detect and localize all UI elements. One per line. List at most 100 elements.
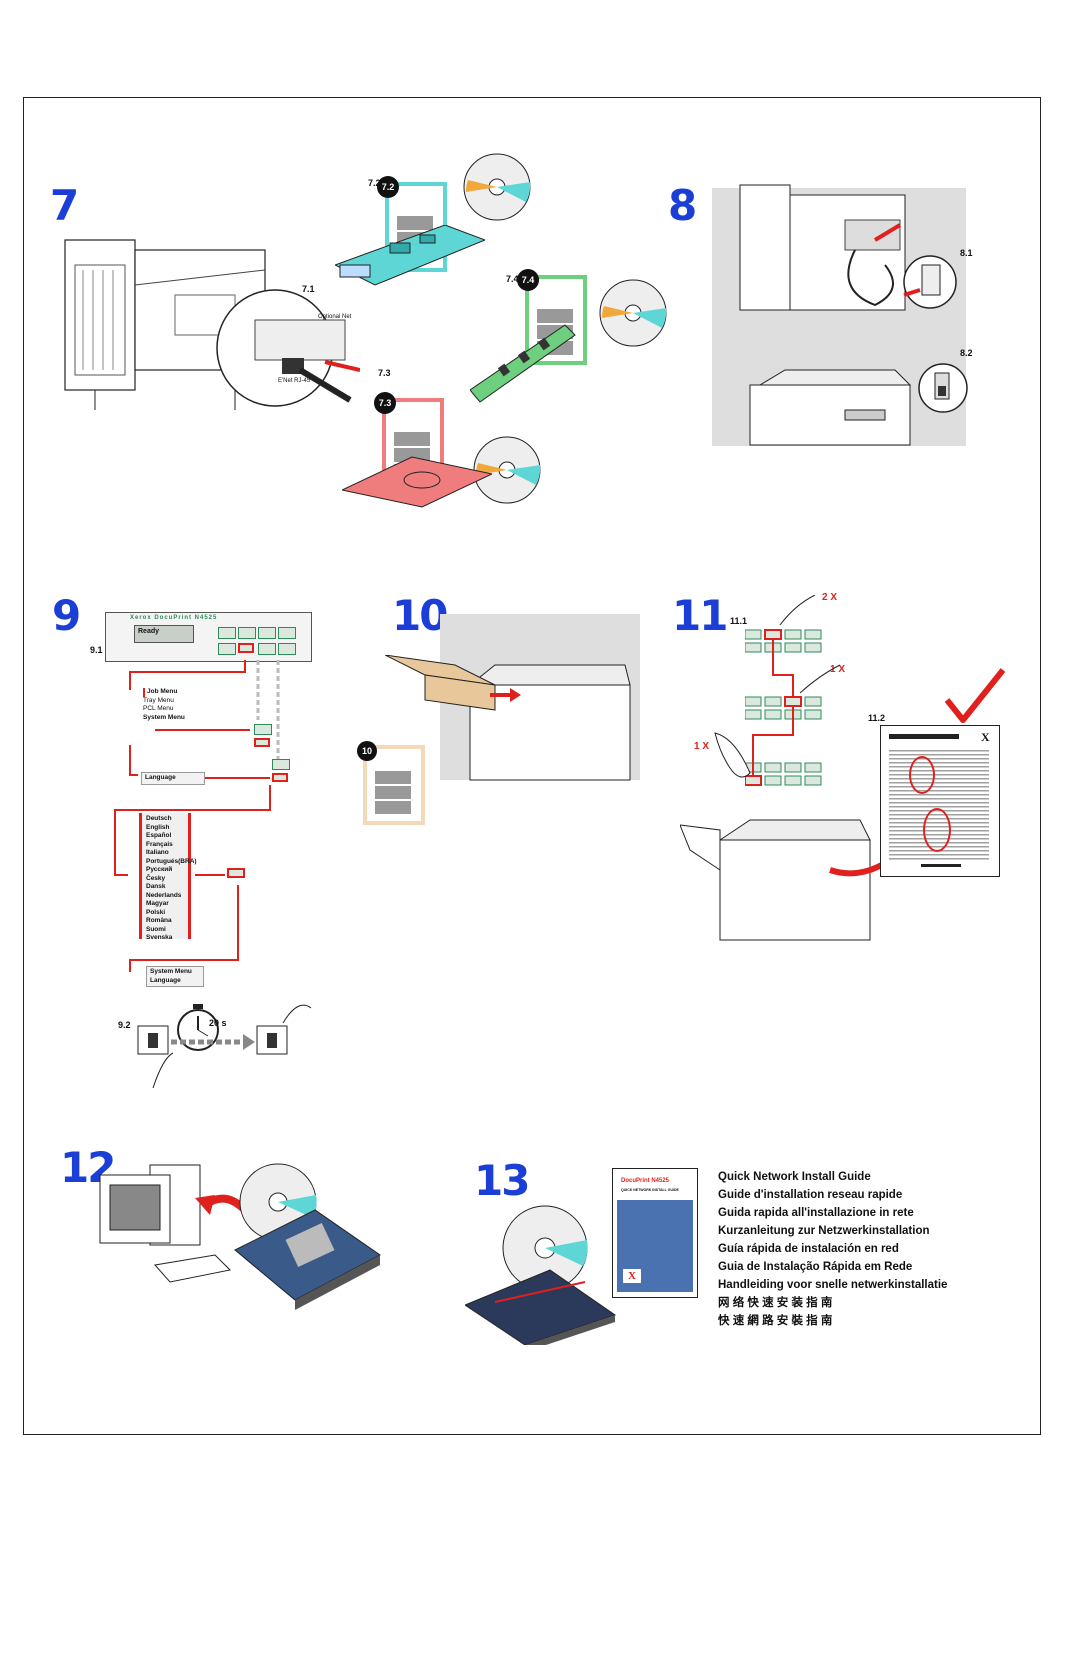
guide-title-nl: Handleiding voor snelle netwerkinstallat… <box>718 1279 948 1291</box>
badge-7-3: 7.3 <box>374 392 396 414</box>
page-frame <box>23 97 1041 1435</box>
guide-title-pt: Guia de Instalação Rápida em Rede <box>718 1261 913 1273</box>
menu-job[interactable]: Job Menu <box>143 688 193 697</box>
callout-8-1: 8.1 <box>960 248 973 258</box>
panel-button-menu-down-2[interactable] <box>254 738 270 747</box>
press-1x-label-a: 1 X <box>830 664 846 675</box>
hand-pointer-11 <box>714 732 751 778</box>
panel-button-value[interactable] <box>278 643 296 655</box>
callout-7-2: 7.2 <box>368 178 381 188</box>
keypad-sequence <box>745 595 841 786</box>
guide-title-de: Kurzanleitung zur Netzwerkinstallation <box>718 1225 930 1237</box>
callout-7-1: 7.1 <box>302 284 315 294</box>
language-option[interactable]: Italiano <box>146 849 169 856</box>
printer-illustration-10 <box>385 655 631 781</box>
guide-title-zh-cn: 网 络 快 速 安 装 指 南 <box>718 1297 833 1309</box>
step-8-number: 8 <box>668 181 697 230</box>
memory-module-green <box>470 324 576 403</box>
callout-11-2: 11.2 <box>868 713 886 723</box>
cd-booklet-illustration <box>465 1205 617 1345</box>
panel-button-menu-down[interactable] <box>238 643 254 653</box>
printer-illustration-11 <box>680 819 880 941</box>
menu-system[interactable]: System Menu <box>143 713 185 721</box>
config-page-footer <box>921 864 961 867</box>
step-10-number: 10 <box>392 591 448 640</box>
optional-net-label: Optional Net <box>318 314 352 320</box>
menu-tray[interactable]: Tray Menu <box>143 696 174 704</box>
result-menu: System Menu Language <box>146 966 204 987</box>
install-card-10: 10 <box>357 741 425 825</box>
highlight-ring <box>923 808 951 852</box>
language-option[interactable]: Dansk <box>146 883 166 890</box>
language-list: Deutsch English Español Français Italian… <box>139 813 197 941</box>
callout-7-4: 7.4 <box>506 274 519 284</box>
booklet-subtitle: QUICK NETWORK INSTALL GUIDE <box>621 1188 679 1192</box>
language-option[interactable]: Français <box>146 840 173 848</box>
cd-disc-7-3 <box>473 436 541 504</box>
language-option[interactable]: Româna <box>146 917 172 924</box>
step-13-number: 13 <box>474 1156 530 1205</box>
guide-title-es: Guía rápida de instalación en red <box>718 1243 899 1255</box>
language-option[interactable]: Česky <box>146 874 166 882</box>
panel-button-online[interactable] <box>218 627 236 639</box>
step-7-number: 7 <box>50 181 79 230</box>
panel-brand: Xerox DocuPrint N4525 <box>130 615 218 621</box>
booklet-logo: X <box>623 1269 641 1283</box>
control-panel: Xerox DocuPrint N4525 Ready <box>105 612 312 662</box>
language-option[interactable]: Español <box>146 832 172 839</box>
callout-8-2: 8.2 <box>960 348 973 358</box>
guide-title-it: Guida rapida all'installazione in rete <box>718 1207 914 1219</box>
guide-title-en: Quick Network Install Guide <box>718 1171 871 1183</box>
system-menu-list: Job Menu Tray Menu PCL Menu System Menu <box>143 688 193 722</box>
callout-7-3: 7.3 <box>378 368 391 378</box>
config-page: X <box>880 725 1000 877</box>
callout-9-2: 9.2 <box>118 1020 131 1030</box>
cd-disc-7-2 <box>463 153 531 221</box>
panel-button-enter[interactable] <box>218 643 236 655</box>
panel-display: Ready <box>134 625 194 643</box>
step-9-number: 9 <box>52 591 81 640</box>
panel-button-item-up[interactable] <box>278 627 296 639</box>
language-option[interactable]: English <box>146 823 170 831</box>
badge-7-4: 7.4 <box>517 269 539 291</box>
printer-top-view-8 <box>749 369 912 446</box>
press-2x-label: 2 X <box>822 592 838 603</box>
badge-7-2: 7.2 <box>377 176 399 198</box>
panel-button-down[interactable] <box>258 643 276 655</box>
power-switch-zoom <box>918 363 968 413</box>
language-option[interactable]: Nederlands <box>146 891 182 899</box>
hard-drive-red <box>342 456 492 508</box>
panel-button-enter-2[interactable] <box>227 868 245 878</box>
menu-language[interactable]: Language <box>145 774 176 781</box>
panel-button-item-up-2[interactable] <box>272 759 290 770</box>
guide-title-zh-tw: 快 速 網 路 安 裝 指 南 <box>718 1315 833 1327</box>
guide-title-fr: Guide d'installation reseau rapide <box>718 1189 903 1201</box>
computer-illustration <box>99 1163 381 1310</box>
language-option[interactable]: Svenska <box>146 934 173 941</box>
language-option[interactable]: Magyar <box>146 900 169 907</box>
timer-label: 20 s <box>209 1018 227 1028</box>
badge-10: 10 <box>357 741 377 761</box>
xerox-logo-icon: X <box>981 730 990 744</box>
language-option[interactable]: Portugués(BRA) <box>146 857 197 865</box>
language-option[interactable]: Polski <box>146 908 166 916</box>
panel-button-menu-up-2[interactable] <box>254 724 272 735</box>
step-11-number: 11 <box>672 591 728 640</box>
printer-illustration-8 <box>739 184 906 311</box>
language-option[interactable]: Suomi <box>146 925 166 933</box>
language-option[interactable]: Deutsch <box>146 815 172 822</box>
panel-button-menu-up[interactable] <box>258 627 276 639</box>
panel-button-value-2[interactable] <box>272 773 288 782</box>
config-page-header <box>889 734 959 739</box>
network-port-zoom <box>216 289 360 407</box>
ethernet-port-label: E'Net RJ-45 <box>278 378 311 384</box>
checkmark-icon <box>945 668 1005 723</box>
language-option[interactable]: Русский <box>146 866 173 873</box>
cd-disc-7-4 <box>599 279 667 347</box>
menu-flow-arrows <box>114 660 280 972</box>
guide-titles: Quick Network Install Guide Guide d'inst… <box>718 1168 947 1330</box>
result-system-menu: System Menu <box>150 968 192 975</box>
power-outlet-zoom <box>903 255 957 309</box>
menu-pcl[interactable]: PCL Menu <box>143 705 174 712</box>
panel-button-up[interactable] <box>238 627 256 639</box>
